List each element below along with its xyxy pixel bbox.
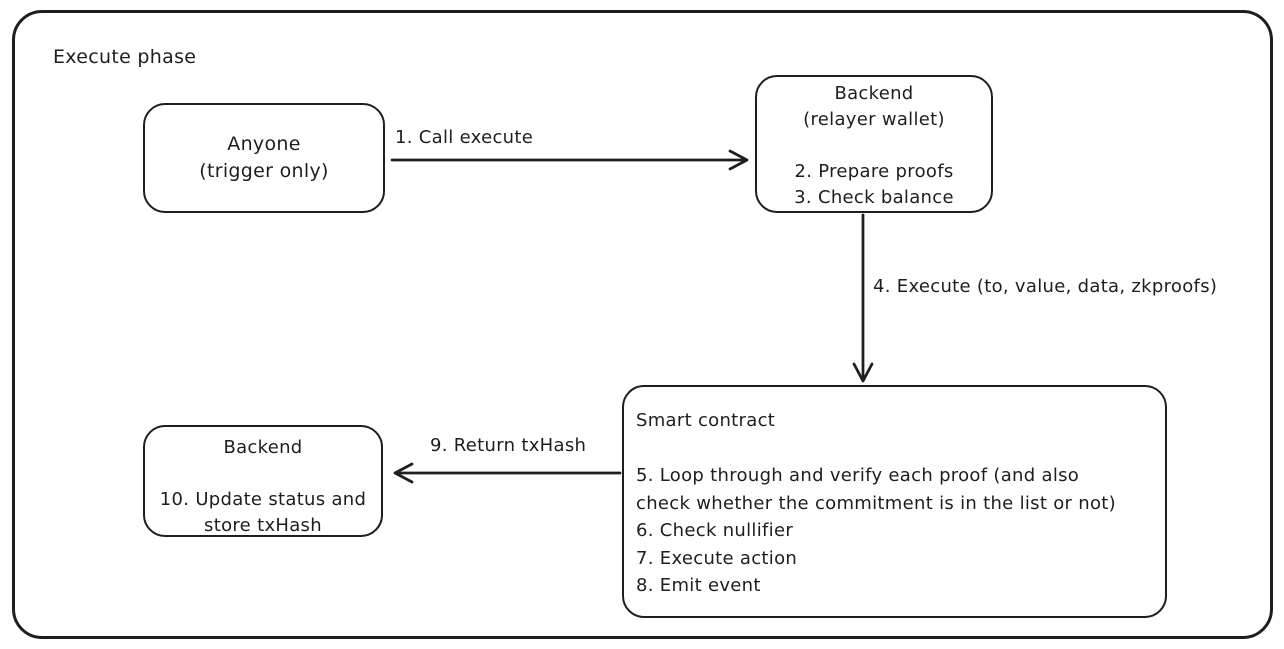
node-smart-contract: Smart contract 5. Loop through and verif…: [622, 385, 1167, 618]
node-backend-status: Backend 10. Update status and store txHa…: [143, 425, 383, 537]
node-text-line: Anyone: [227, 133, 301, 155]
node-text-line: 8. Emit event: [636, 575, 761, 596]
arrow-label-execute: 4. Execute (to, value, data, zkproofs): [873, 276, 1218, 297]
node-text-line: 2. Prepare proofs: [794, 161, 954, 182]
diagram-title: Execute phase: [53, 46, 197, 68]
node-text-line: Backend: [223, 437, 303, 458]
node-text-line: [636, 435, 1155, 463]
node-text-line: store txHash: [204, 515, 322, 536]
node-text-line: (trigger only): [199, 160, 329, 182]
node-text-line: 10. Update status and: [159, 489, 367, 510]
execute-phase-frame: [12, 10, 1273, 639]
node-text-line: 3. Check balance: [794, 187, 954, 208]
node-text-line: 7. Execute action: [636, 547, 798, 569]
node-text-line: [145, 461, 381, 487]
node-anyone: Anyone (trigger only): [143, 103, 385, 213]
node-backend-relayer: Backend (relayer wallet) 2. Prepare proo…: [755, 75, 993, 213]
node-text-line: (relayer wallet): [803, 109, 945, 130]
node-text-line: Smart contract: [636, 410, 776, 431]
node-text-line: [757, 133, 991, 159]
node-text-line: 5. Loop through and verify each proof (a…: [636, 465, 1080, 486]
node-text-line: 6. Check nullifier: [636, 520, 794, 541]
node-text-line: check whether the commitment is in the l…: [636, 492, 1116, 514]
arrow-label-return-txhash: 9. Return txHash: [430, 435, 587, 456]
arrow-label-call-execute: 1. Call execute: [395, 127, 534, 148]
node-text-line: Backend: [834, 83, 914, 104]
